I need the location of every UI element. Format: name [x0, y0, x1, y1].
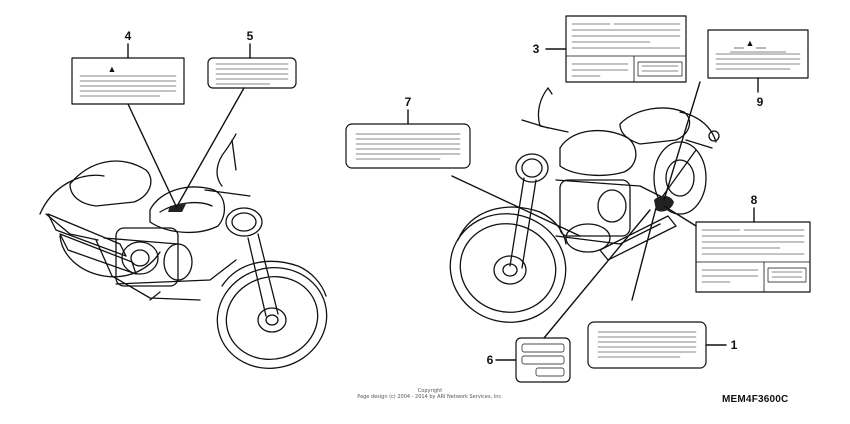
callout-5: 5	[247, 29, 254, 43]
label-5	[207, 57, 297, 89]
callout-3: 3	[533, 42, 540, 56]
copyright-line-1: Copyright	[417, 388, 443, 394]
label-7	[345, 123, 471, 169]
label-8	[695, 221, 811, 293]
motorcycle-left-view	[39, 133, 328, 370]
label-1	[587, 321, 707, 369]
warning-triangle-icon: ▲	[108, 64, 117, 74]
callout-1: 1	[731, 338, 738, 352]
callout-8: 8	[751, 193, 758, 207]
copyright-notice: Copyright Page design (c) 2004 - 2014 by…	[330, 388, 530, 400]
callout-4: 4	[125, 29, 132, 43]
callout-9: 9	[757, 95, 764, 109]
label-3	[565, 15, 687, 83]
warning-triangle-icon: ▲	[746, 38, 755, 48]
motorcycle-right-view	[449, 87, 720, 323]
copyright-line-2: Page design (c) 2004 - 2014 by ARI Netwo…	[357, 394, 503, 400]
leader-lines	[127, 43, 759, 361]
label-6	[515, 337, 571, 383]
label-4	[71, 57, 185, 105]
label-9	[707, 29, 809, 79]
callout-7: 7	[405, 95, 412, 109]
dark-component-shape	[654, 195, 674, 212]
callout-6: 6	[487, 353, 494, 367]
drawing-id: MEM4F3600C	[722, 394, 789, 405]
